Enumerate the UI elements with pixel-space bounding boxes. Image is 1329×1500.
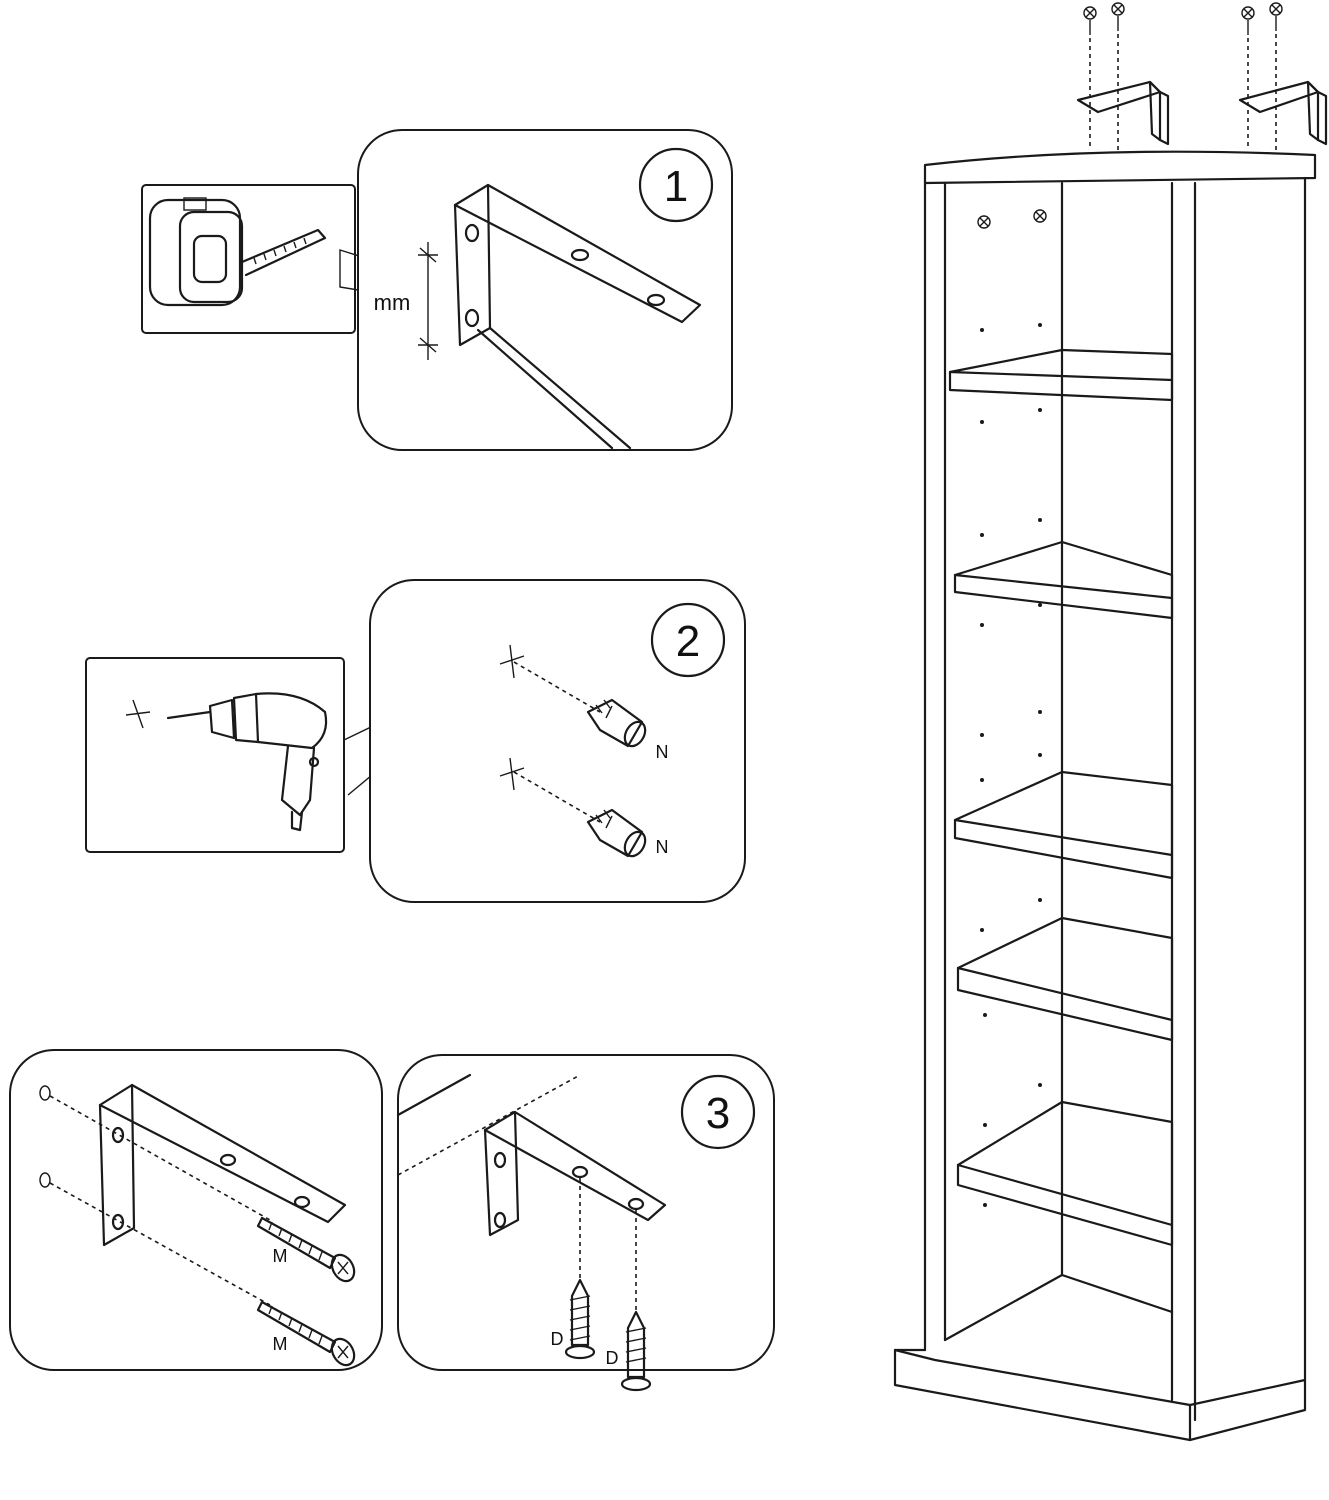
step-2-badge <box>650 602 726 678</box>
step-2-panel <box>369 579 746 903</box>
step-3: M M 3 D D <box>9 1049 775 1392</box>
shelf-board <box>948 348 1174 402</box>
screw-icon <box>620 1310 652 1392</box>
drill-inset <box>85 657 345 853</box>
step-2: 2 N N <box>85 579 746 903</box>
step-1-badge <box>638 147 714 223</box>
screw-label: M <box>273 1246 288 1266</box>
l-bracket-icon <box>453 183 702 450</box>
anchor-label: N <box>656 742 669 762</box>
l-bracket-icon <box>98 1083 347 1247</box>
shelf-unit <box>893 2 1328 1442</box>
shelf-board <box>956 1100 1174 1247</box>
step-1-panel <box>357 129 733 451</box>
screw-icon <box>256 1300 356 1367</box>
screw-label: M <box>273 1334 288 1354</box>
drill-icon <box>125 692 328 832</box>
top-bracket-icon <box>1076 80 1170 146</box>
shelf-board <box>956 916 1174 1042</box>
shelf-board <box>953 540 1174 620</box>
screw-icon <box>256 1216 356 1283</box>
step-1-number: 1 <box>664 162 688 211</box>
wall-plug-icon <box>586 698 647 748</box>
step-2-number: 2 <box>676 617 700 666</box>
shelf-pin-holes <box>980 323 1042 1207</box>
anchor-label: N <box>656 837 669 857</box>
shelf-board <box>953 770 1174 880</box>
screw-label: D <box>606 1348 619 1368</box>
top-bracket-icon <box>1238 80 1328 146</box>
screw-icon <box>1083 2 1283 35</box>
l-bracket-icon <box>483 1110 667 1237</box>
screw-label: D <box>551 1329 564 1349</box>
measure-label: mm <box>374 290 411 315</box>
step-3-wall-panel <box>9 1049 383 1371</box>
wall-plug-icon <box>586 808 647 858</box>
screw-icon <box>564 1278 596 1360</box>
step-3-number: 3 <box>706 1089 730 1138</box>
tape-measure-icon <box>148 197 327 307</box>
step-1: 1 mm <box>141 129 733 451</box>
step-3-badge <box>680 1074 756 1150</box>
